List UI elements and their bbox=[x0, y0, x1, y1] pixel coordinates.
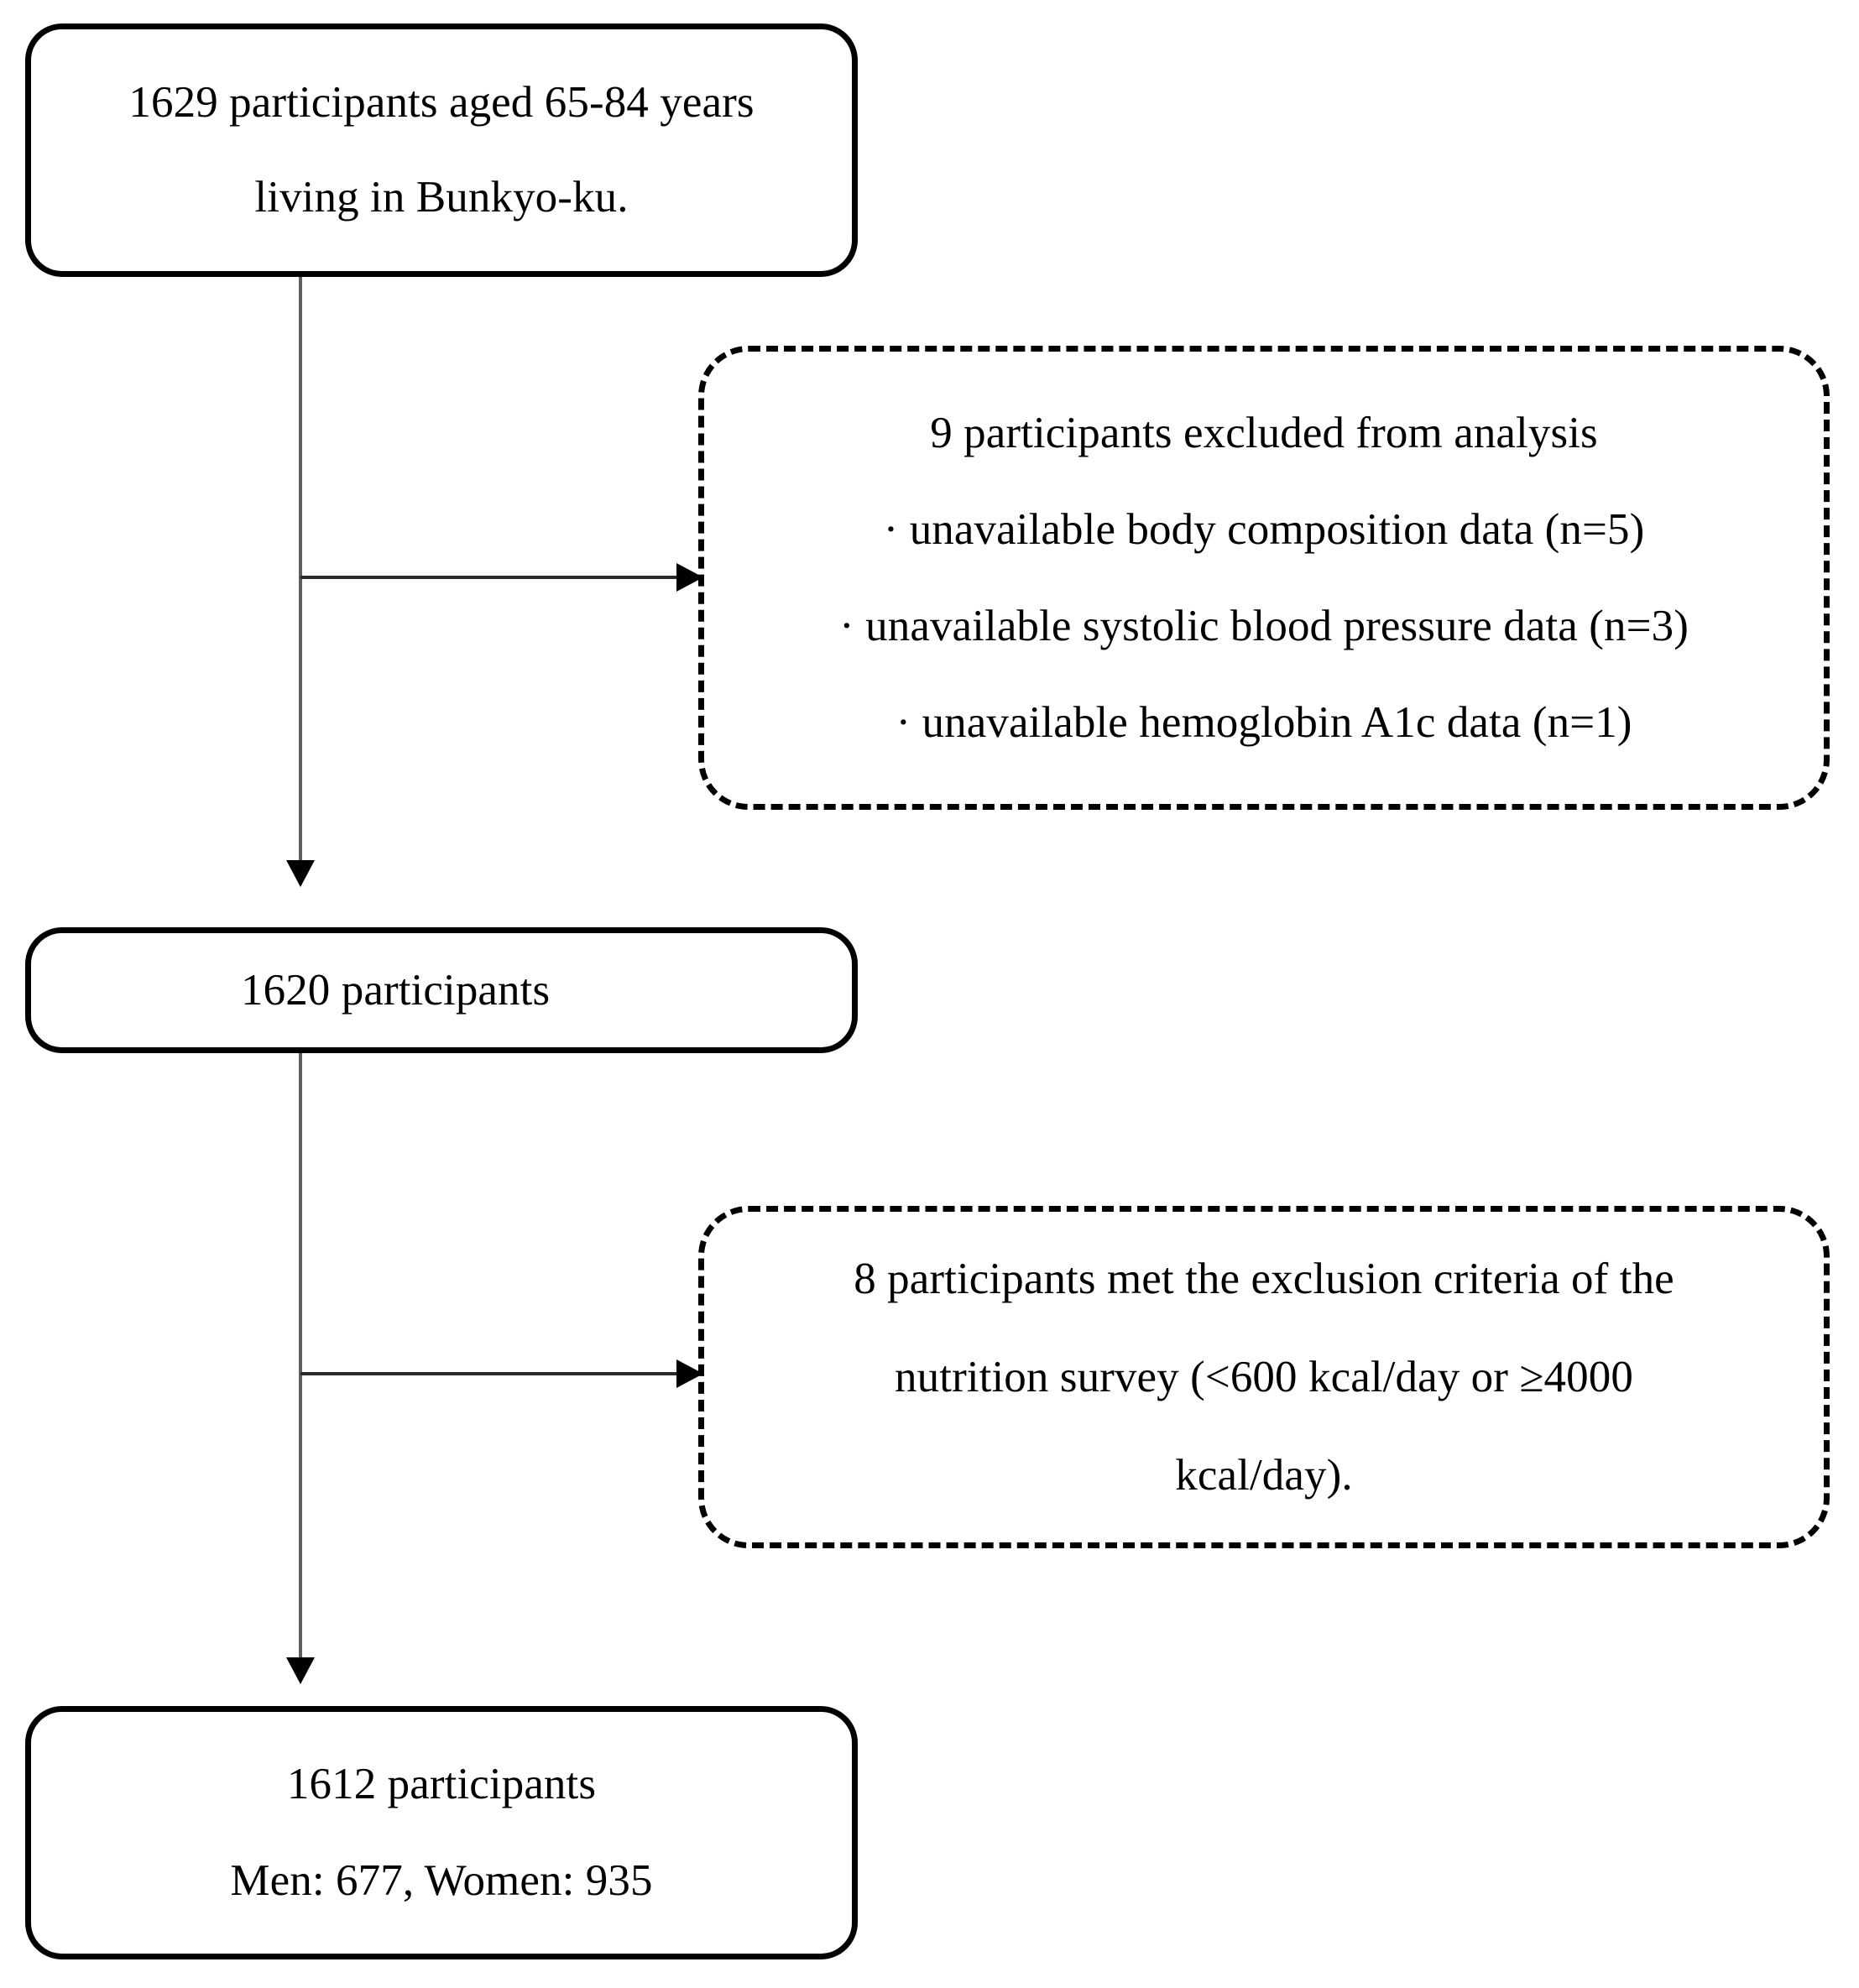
node-final-sample: 1612 participants Men: 677, Women: 935 bbox=[25, 1706, 858, 1959]
node-enrolled: 1629 participants aged 65-84 years livin… bbox=[25, 23, 858, 277]
arrowhead-enrolled-to-screened bbox=[286, 860, 315, 887]
node-screened-line-1: 1620 participants bbox=[241, 965, 551, 1015]
excluded-2-line-3: kcal/day). bbox=[1175, 1450, 1353, 1500]
arrowhead-screened-to-final bbox=[286, 1657, 315, 1684]
excluded-1-item-3: · unavailable hemoglobin A1c data (n=1) bbox=[896, 697, 1632, 747]
excluded-1-heading: 9 participants excluded from analysis bbox=[930, 408, 1598, 457]
node-screened: 1620 participants bbox=[25, 927, 858, 1053]
excluded-1-item-1: · unavailable body composition data (n=5… bbox=[883, 504, 1645, 554]
node-final-line-1: 1612 participants bbox=[286, 1760, 597, 1808]
node-excluded-reason-2: 8 participants met the exclusion criteri… bbox=[698, 1206, 1830, 1548]
excluded-1-item-2: · unavailable systolic blood pressure da… bbox=[839, 601, 1689, 650]
connector-screened-to-final bbox=[299, 1053, 302, 1662]
node-enrolled-line-2: living in Bunkyo-ku. bbox=[254, 173, 629, 222]
excluded-2-line-2: nutrition survey (<600 kcal/day or ≥4000 bbox=[895, 1352, 1633, 1401]
node-enrolled-line-1: 1629 participants aged 65-84 years bbox=[128, 78, 755, 127]
connector-enrolled-to-excluded-1 bbox=[300, 576, 680, 579]
connector-enrolled-to-screened bbox=[299, 277, 302, 864]
node-final-line-2: Men: 677, Women: 935 bbox=[230, 1856, 653, 1905]
excluded-2-line-1: 8 participants met the exclusion criteri… bbox=[854, 1254, 1674, 1303]
connector-screened-to-excluded-2 bbox=[300, 1372, 680, 1375]
node-excluded-reason-1: 9 participants excluded from analysis · … bbox=[698, 346, 1830, 810]
